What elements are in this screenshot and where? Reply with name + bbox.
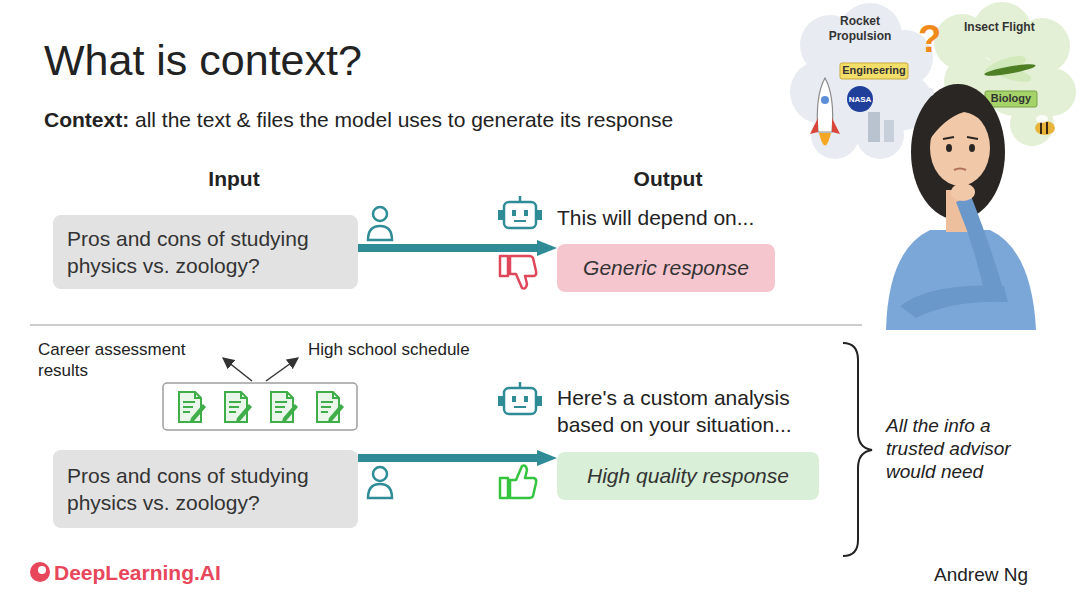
thought-bubble — [926, 88, 934, 96]
eye — [946, 144, 952, 152]
box-text: Pros and cons of studying physics vs. zo… — [67, 225, 344, 280]
tag-text: Engineering — [840, 64, 908, 77]
robot-eye — [524, 210, 528, 216]
tag-text: Biology — [985, 92, 1037, 105]
definition-text: all the text & files the model uses to g… — [135, 107, 673, 133]
thumb-cuff — [500, 478, 508, 498]
author-name: Andrew Ng — [934, 563, 1028, 586]
thumb-hand — [510, 466, 536, 499]
response-box: High quality response — [557, 452, 819, 500]
brace-note: All the info a trusted advisor would nee… — [886, 414, 1051, 484]
hand — [951, 183, 975, 201]
robot-eye — [524, 396, 528, 402]
robot-ear — [498, 210, 503, 220]
robot-icon — [498, 382, 542, 414]
user-head — [373, 207, 387, 221]
hair — [911, 84, 1005, 220]
rocket-fins — [810, 118, 840, 134]
eye — [969, 144, 975, 152]
rocket-body — [817, 78, 832, 132]
response-text: Here's a custom analysis based on your s… — [557, 384, 837, 439]
robot-mouth — [514, 406, 526, 408]
leader-arrow — [266, 358, 298, 381]
hair-top — [928, 98, 993, 142]
cloud-text: Rocket Propulsion — [812, 14, 908, 43]
robot-ear — [537, 396, 542, 406]
logo-text: DeepLearning.AI — [54, 560, 221, 586]
insect-body — [984, 62, 1036, 78]
user-icon — [368, 467, 392, 498]
box-text: Generic response — [571, 254, 761, 281]
prompt-box: Pros and cons of studying physics vs. zo… — [53, 215, 358, 289]
flow-arrow — [358, 244, 537, 252]
slide-title: What is context? — [44, 34, 362, 86]
robot-icon — [498, 196, 542, 228]
raised-arm — [956, 196, 1004, 300]
building — [868, 112, 880, 142]
definition-term: Context: — [44, 107, 129, 133]
user-body — [368, 484, 392, 498]
bee-wing — [1036, 115, 1048, 123]
response-text: This will depend on... — [557, 205, 754, 231]
robot-mouth — [514, 220, 526, 222]
thumbs-down-icon — [500, 256, 536, 289]
document-icon — [179, 392, 206, 422]
leader-arrow — [223, 358, 252, 381]
logo-mark — [30, 562, 50, 582]
divider-line — [30, 324, 862, 326]
thumb-hand — [510, 256, 536, 289]
shirt — [886, 230, 1036, 330]
robot-eye — [512, 210, 516, 216]
files-box — [163, 383, 357, 430]
robot-head — [504, 388, 536, 414]
thought-cloud — [790, 3, 933, 159]
robot-ear — [537, 210, 542, 220]
bee-body — [1035, 121, 1055, 135]
document-icon — [271, 392, 298, 422]
nasa-badge — [847, 86, 873, 112]
badge-text: NASA — [847, 95, 873, 105]
user-head — [373, 467, 387, 481]
cloud-text: Insect Flight — [964, 20, 1035, 35]
file-label: Career assessment results — [38, 340, 218, 381]
file-label: High school schedule — [308, 340, 470, 361]
mouth — [954, 169, 966, 171]
bee-stripes — [1041, 122, 1047, 134]
engineering-tag — [840, 63, 908, 79]
rocket-flame — [819, 133, 831, 146]
robot-eye — [512, 396, 516, 402]
column-header: Output — [634, 166, 703, 192]
box-text: High quality response — [571, 462, 805, 489]
eyebrows — [943, 137, 978, 139]
thumbs-up-icon — [500, 466, 536, 499]
flow-arrow — [358, 454, 537, 462]
user-body — [368, 226, 392, 240]
logo-mark-inner — [38, 566, 46, 574]
cloud-puff — [856, 111, 904, 159]
prompt-box: Pros and cons of studying physics vs. zo… — [53, 450, 358, 528]
question-mark: ? — [918, 16, 941, 62]
biology-tag — [985, 91, 1037, 107]
thumb-cuff — [500, 256, 508, 276]
robot-head — [504, 202, 536, 228]
document-icon — [225, 392, 252, 422]
box-text: Pros and cons of studying physics vs. zo… — [67, 462, 344, 517]
robot-ear — [498, 396, 503, 406]
document-icon — [317, 392, 344, 422]
building — [884, 120, 894, 142]
response-box: Generic response — [557, 244, 775, 292]
rocket-window — [821, 96, 829, 104]
column-header: Input — [208, 166, 259, 192]
cloud-puff — [1010, 102, 1054, 146]
curly-brace — [843, 343, 872, 556]
user-icon — [368, 207, 392, 240]
